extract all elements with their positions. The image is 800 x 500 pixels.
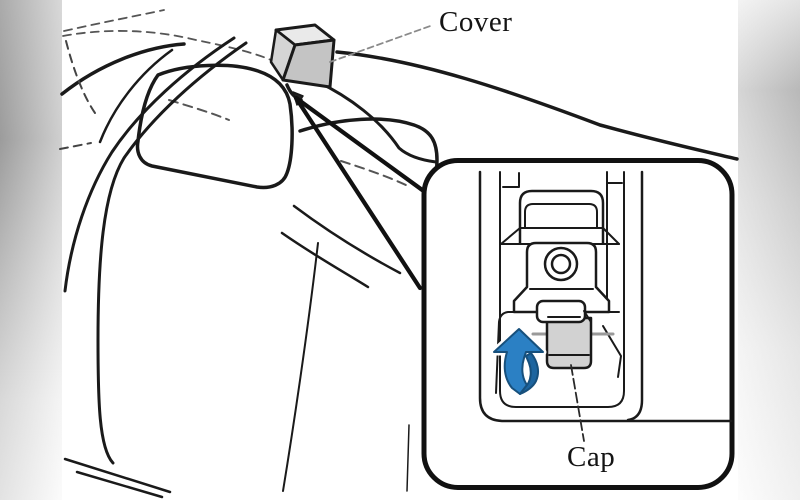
- callout-lines: [293, 95, 428, 291]
- cover-leader-line: [329, 24, 434, 63]
- trim-opening-rails: [478, 170, 733, 423]
- arrow-curl: [519, 352, 540, 395]
- rear-deck: [280, 117, 439, 289]
- cover-part: [269, 23, 336, 106]
- headrest: [135, 63, 294, 190]
- seat-belt: [63, 36, 248, 465]
- cover-label: Cover: [439, 6, 513, 38]
- cap-part: [535, 299, 593, 370]
- up-curved-arrow-icon: [490, 325, 547, 398]
- inset-panel: [421, 158, 735, 490]
- bolt-icon: [543, 246, 579, 282]
- latch-tab: [535, 299, 587, 324]
- cap-body: [545, 316, 593, 370]
- cap-leader-line: [570, 364, 585, 442]
- right-edge-gradient: [738, 0, 800, 500]
- left-edge-gradient: [0, 0, 62, 500]
- anchor-mechanism: [495, 189, 622, 394]
- seat-back: [63, 242, 410, 499]
- cap-label: Cap: [567, 441, 616, 473]
- cover-front-face: [281, 38, 336, 89]
- roof-and-pillar: [59, 9, 739, 164]
